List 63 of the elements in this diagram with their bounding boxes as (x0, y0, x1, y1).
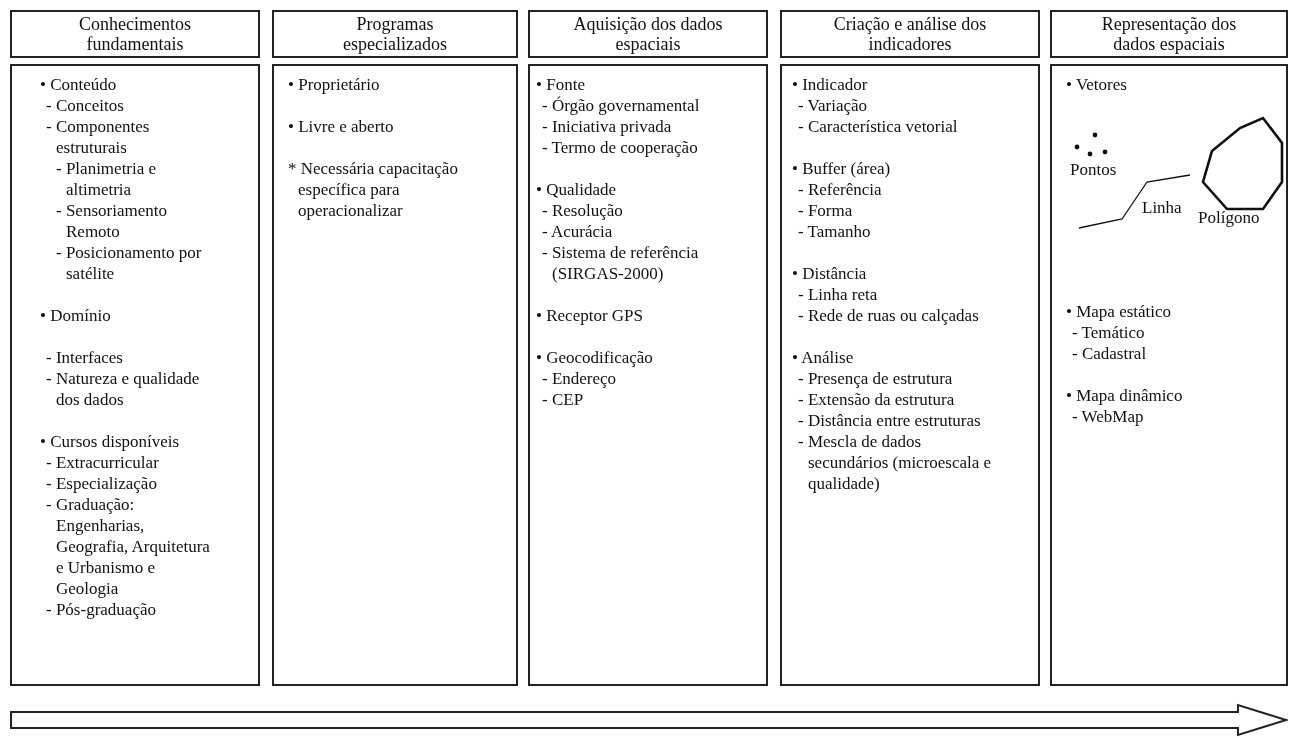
column-panel (528, 64, 768, 686)
list-item: • Mapa estático (1066, 301, 1173, 322)
list-item: - Acurácia (541, 221, 614, 242)
list-item: • Proprietário (288, 74, 381, 95)
column-header: Criação e análise dos indicadores (780, 10, 1040, 58)
list-item: - Conceitos (45, 95, 125, 116)
list-item: • Mapa dinâmico (1066, 385, 1184, 406)
list-item: • Geocodificação (536, 347, 654, 368)
list-item: • Indicador (792, 74, 869, 95)
column-panel (1050, 64, 1288, 686)
list-item: - Tamanho (797, 221, 872, 242)
list-item: - Distância entre estruturas (797, 410, 982, 431)
shape-label: Pontos (1070, 159, 1117, 180)
column-panel (272, 64, 518, 686)
list-item: - Extracurricular (45, 452, 160, 473)
list-item: - Especialização (45, 473, 158, 494)
list-item: - Sensoriamento Remoto (55, 200, 168, 242)
list-item: - Forma (797, 200, 854, 221)
list-item: - Iniciativa privada (541, 116, 673, 137)
list-item: • Receptor GPS (536, 305, 644, 326)
list-item: * Necessária capacitação específica para operacionalizar (288, 158, 459, 221)
list-item: - Cadastral (1071, 343, 1148, 364)
list-item: • Domínio (40, 305, 112, 326)
column-panel (10, 64, 260, 686)
list-item: - Natureza e qualidade dos dados (45, 368, 201, 410)
list-item: - Endereço (541, 368, 618, 389)
list-item: - WebMap (1071, 406, 1145, 427)
list-item: - Linha reta (797, 284, 879, 305)
list-item: • Análise (792, 347, 855, 368)
list-item: - Referência (797, 179, 883, 200)
list-item: • Distância (792, 263, 868, 284)
list-item: - Interfaces (45, 347, 124, 368)
list-item: • Livre e aberto (288, 116, 395, 137)
list-item: • Conteúdo (40, 74, 118, 95)
column-header: Representação dos dados espaciais (1050, 10, 1288, 58)
list-item: - Pós-graduação (45, 599, 157, 620)
shape-label: Polígono (1198, 207, 1260, 228)
list-item: - Graduação: Engenharias, Geografia, Arquitetura e Urbanismo e Geologia (45, 494, 211, 599)
list-item: • Cursos disponíveis (40, 431, 181, 452)
list-item: - Mescla de dados secundários (microescala e qualidade) (797, 431, 993, 494)
list-item: - CEP (541, 389, 585, 410)
list-item: • Vetores (1066, 74, 1128, 95)
list-item: - Componentes estruturais (45, 116, 151, 158)
list-item: - Característica vetorial (797, 116, 959, 137)
list-item: • Qualidade (536, 179, 618, 200)
list-item: - Órgão governamental (541, 95, 701, 116)
column-header: Programas especializados (272, 10, 518, 58)
column-header: Conhecimentos fundamentais (10, 10, 260, 58)
list-item: - Posicionamento por satélite (55, 242, 203, 284)
list-item: - Termo de cooperação (541, 137, 699, 158)
list-item: - Presença de estrutura (797, 368, 954, 389)
shape-label: Linha (1142, 197, 1182, 218)
list-item: - Temático (1071, 322, 1146, 343)
column-header: Aquisição dos dados espaciais (528, 10, 768, 58)
list-item: - Resolução (541, 200, 624, 221)
list-item: - Extensão da estrutura (797, 389, 956, 410)
list-item: - Variação (797, 95, 869, 116)
list-item: - Planimetria e altimetria (55, 158, 158, 200)
list-item: - Sistema de referência (SIRGAS-2000) (541, 242, 700, 284)
list-item: - Rede de ruas ou calçadas (797, 305, 980, 326)
column-panel (780, 64, 1040, 686)
list-item: • Fonte (536, 74, 586, 95)
list-item: • Buffer (área) (792, 158, 892, 179)
